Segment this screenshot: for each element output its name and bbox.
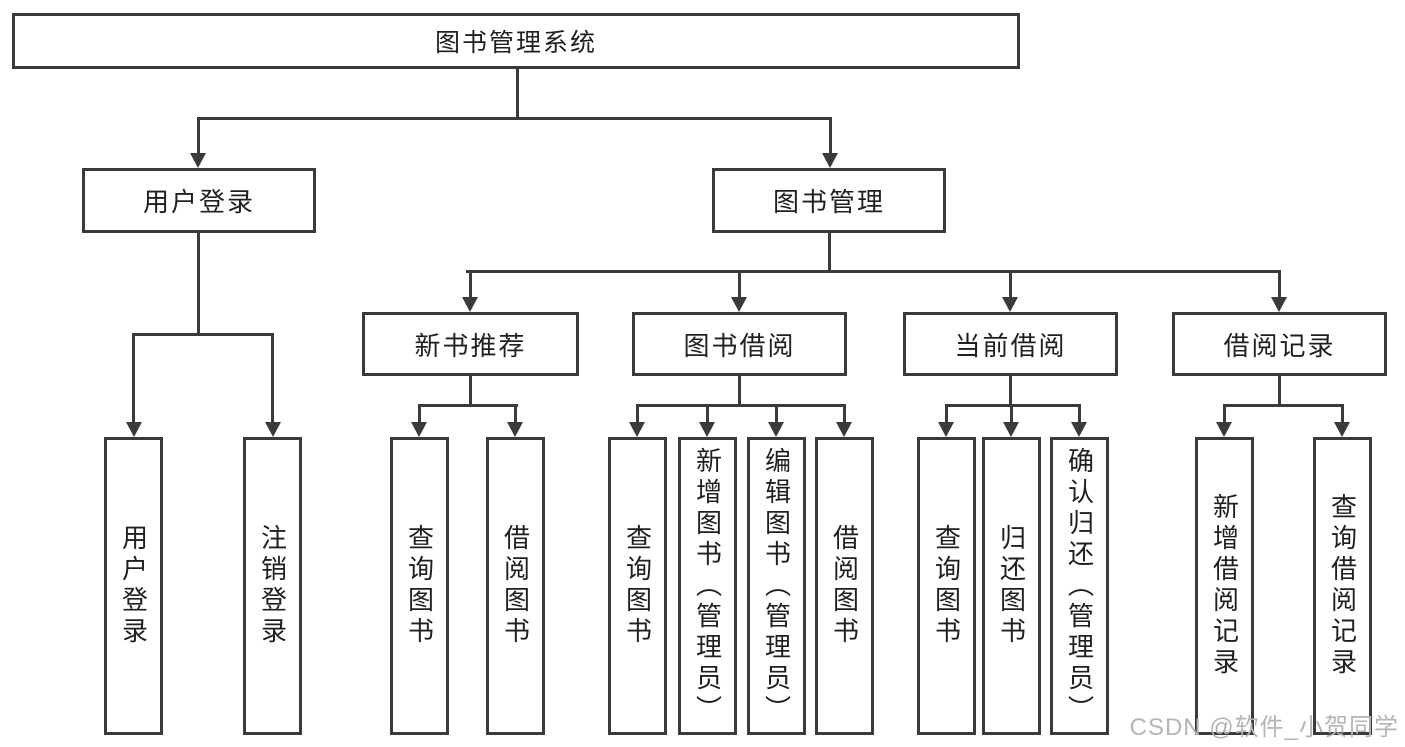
arrow-down-icon [507, 422, 523, 437]
leaf-add-borrow-record: 新增借阅记录 [1195, 437, 1254, 735]
connector-segment [1278, 272, 1281, 297]
connector-segment [1009, 375, 1012, 407]
connector-segment [1009, 272, 1012, 297]
connector-segment [738, 375, 741, 407]
node-root: 图书管理系统 [12, 13, 1020, 69]
connector-segment [1010, 406, 1013, 422]
arrow-down-icon [1071, 422, 1087, 437]
leaf-query-books-current: 查询图书 [917, 437, 976, 735]
leaf-query-borrow-record: 查询借阅记录 [1313, 437, 1372, 735]
leaf-borrow-books-borrow: 借阅图书 [815, 437, 874, 735]
leaf-user-login: 用户登录 [104, 437, 163, 735]
arrow-down-icon [411, 422, 427, 437]
leaf-query-books-borrow: 查询图书 [608, 437, 667, 735]
connector-segment [197, 119, 200, 153]
arrow-down-icon [1334, 422, 1350, 437]
connector-segment [418, 406, 421, 422]
node-borrow-records: 借阅记录 [1172, 312, 1387, 376]
connector-segment [132, 333, 274, 336]
connector-segment [132, 335, 135, 422]
arrow-down-icon [1003, 422, 1019, 437]
connector-segment [636, 406, 639, 422]
arrow-down-icon [938, 422, 954, 437]
arrow-down-icon [836, 422, 852, 437]
node-current-borrow: 当前借阅 [903, 312, 1118, 376]
connector-segment [1223, 406, 1226, 422]
arrow-down-icon [462, 297, 478, 312]
arrow-down-icon [265, 422, 281, 437]
connector-segment [843, 406, 846, 422]
connector-segment [516, 68, 519, 120]
node-user-login: 用户登录 [82, 168, 316, 233]
node-new-book-recommend: 新书推荐 [362, 312, 579, 376]
arrow-down-icon [126, 422, 142, 437]
arrow-down-icon [822, 153, 838, 168]
leaf-confirm-return-admin: 确认归还（管理员） [1050, 437, 1109, 735]
connector-segment [706, 406, 709, 422]
connector-segment [775, 406, 778, 422]
connector-segment [466, 270, 1281, 273]
leaf-add-book-admin: 新增图书（管理员） [678, 437, 737, 735]
connector-segment [1223, 404, 1344, 407]
connector-segment [197, 117, 832, 120]
leaf-borrow-books-recommend: 借阅图书 [486, 437, 545, 735]
connector-segment [1341, 406, 1344, 422]
connector-segment [514, 406, 517, 422]
arrow-down-icon [699, 422, 715, 437]
arrow-down-icon [731, 297, 747, 312]
arrow-down-icon [768, 422, 784, 437]
arrow-down-icon [1216, 422, 1232, 437]
connector-segment [738, 272, 741, 297]
connector-segment [271, 335, 274, 422]
leaf-logout: 注销登录 [243, 437, 302, 735]
leaf-return-book: 归还图书 [982, 437, 1041, 735]
node-book-management: 图书管理 [712, 168, 946, 233]
connector-segment [469, 375, 472, 407]
connector-segment [636, 404, 846, 407]
connector-segment [945, 404, 1081, 407]
connector-segment [829, 119, 832, 153]
connector-segment [418, 404, 518, 407]
connector-segment [945, 406, 948, 422]
arrow-down-icon [190, 153, 206, 168]
node-book-borrow: 图书借阅 [632, 312, 847, 376]
arrow-down-icon [1002, 297, 1018, 312]
arrow-down-icon [629, 422, 645, 437]
connector-segment [1278, 375, 1281, 407]
watermark: CSDN @软件_小贺同学 [1129, 714, 1399, 741]
leaf-query-books-recommend: 查询图书 [390, 437, 449, 735]
connector-segment [1078, 406, 1081, 422]
connector-segment [828, 232, 831, 273]
leaf-edit-book-admin: 编辑图书（管理员） [747, 437, 806, 735]
connector-segment [197, 232, 200, 336]
arrow-down-icon [1271, 297, 1287, 312]
connector-segment [469, 272, 472, 297]
